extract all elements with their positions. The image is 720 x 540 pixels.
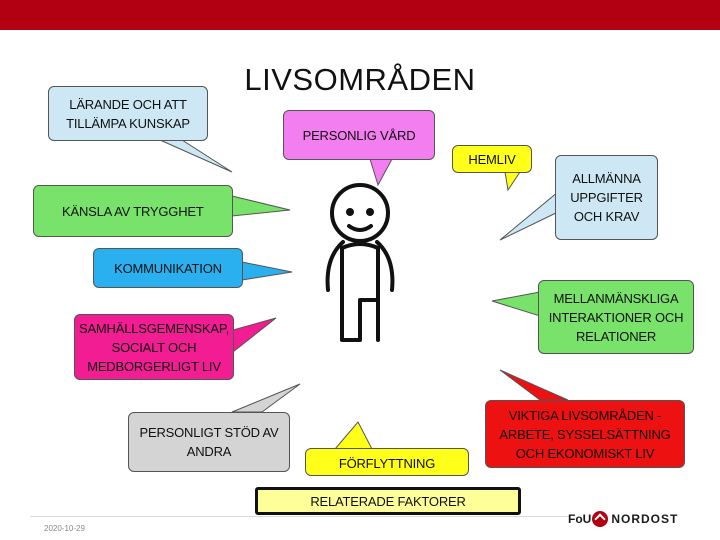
bubble-personal-care: PERSONLIG VÅRD xyxy=(283,110,435,160)
tail-support xyxy=(231,383,301,413)
tail-general-tasks xyxy=(499,190,559,241)
fou-nordost-logo-icon: FoU NORDOST xyxy=(568,508,718,530)
tail-communication xyxy=(241,261,293,281)
tail-community xyxy=(232,317,277,354)
page-title: LIVSOMRÅDEN xyxy=(244,62,476,97)
logo-right-text: NORDOST xyxy=(611,512,679,526)
bubble-security: KÄNSLA AV TRYGGHET xyxy=(33,185,233,237)
bubble-learning: LÄRANDE OCH ATT TILLÄMPA KUNSKAP xyxy=(48,86,208,141)
tail-mobility xyxy=(333,421,373,450)
header-bar xyxy=(0,0,720,30)
bubble-major-life: VIKTIGA LIVSOMRÅDEN - ARBETE, SYSSELSÄTT… xyxy=(485,400,685,468)
bubble-community: SAMHÄLLSGEMENSKAP, SOCIALT OCH MEDBORGER… xyxy=(74,314,234,380)
tail-interpersonal xyxy=(491,291,541,317)
tail-major-life xyxy=(499,369,569,401)
tail-security-point xyxy=(231,195,291,217)
bubble-communication: KOMMUNIKATION xyxy=(93,248,243,288)
bubble-home-life: HEMLIV xyxy=(452,145,532,173)
bubble-general-tasks: ALLMÄNNA UPPGIFTER OCH KRAV xyxy=(555,155,658,240)
tail-personal-care xyxy=(369,158,393,187)
bubble-mobility: FÖRFLYTTNING xyxy=(305,448,469,476)
logo-left-text: FoU xyxy=(568,512,592,526)
logo-mark-icon xyxy=(592,511,609,527)
stick-figure-icon xyxy=(325,183,395,342)
related-factors-box: RELATERADE FAKTORER xyxy=(255,487,521,515)
footer-divider xyxy=(30,516,570,517)
tail-learning xyxy=(159,139,233,173)
footer-date: 2020-10-29 xyxy=(44,524,85,533)
tail-home-life xyxy=(504,171,521,192)
bubble-support: PERSONLIGT STÖD AV ANDRA xyxy=(128,412,290,472)
bubble-interpersonal: MELLANMÄNSKLIGA INTERAKTIONER OCH RELATI… xyxy=(538,280,694,354)
